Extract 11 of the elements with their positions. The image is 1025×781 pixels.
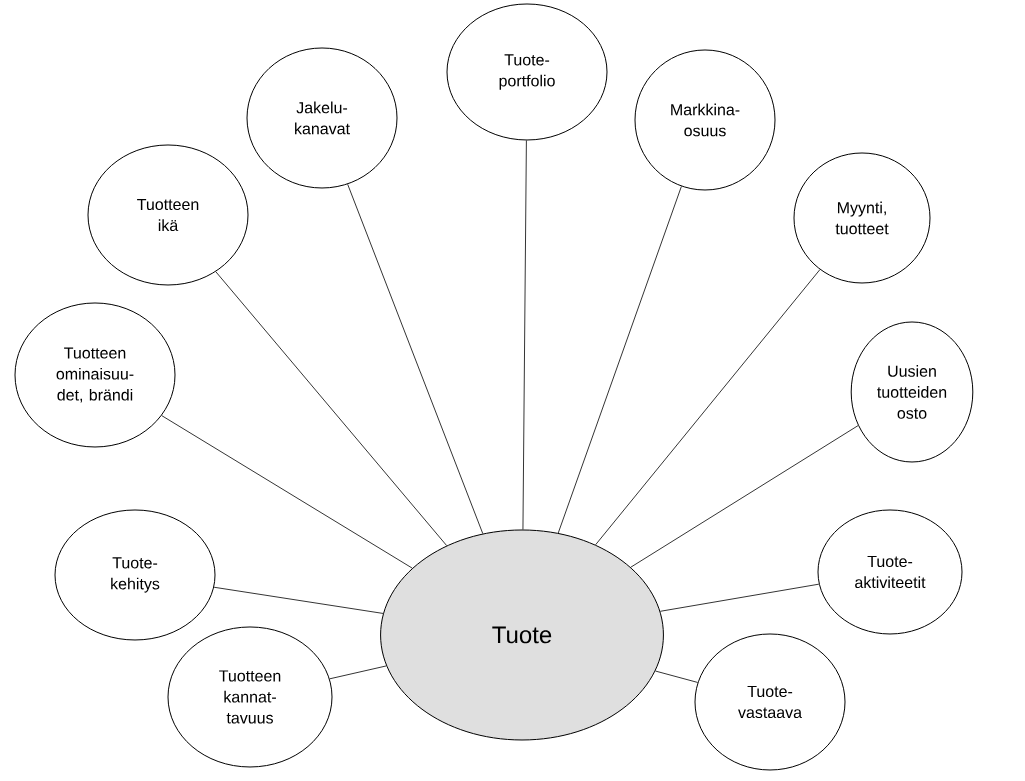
connector-line xyxy=(347,183,484,534)
connector-line xyxy=(630,425,859,568)
connector-line xyxy=(329,665,387,680)
connector-line xyxy=(215,271,448,546)
connector-line xyxy=(659,583,820,612)
connector-line xyxy=(522,140,527,530)
connector-line xyxy=(655,670,699,683)
connector-line xyxy=(213,586,384,614)
connector-line xyxy=(557,186,682,534)
connector-line xyxy=(595,269,821,546)
connector-line xyxy=(161,415,413,569)
